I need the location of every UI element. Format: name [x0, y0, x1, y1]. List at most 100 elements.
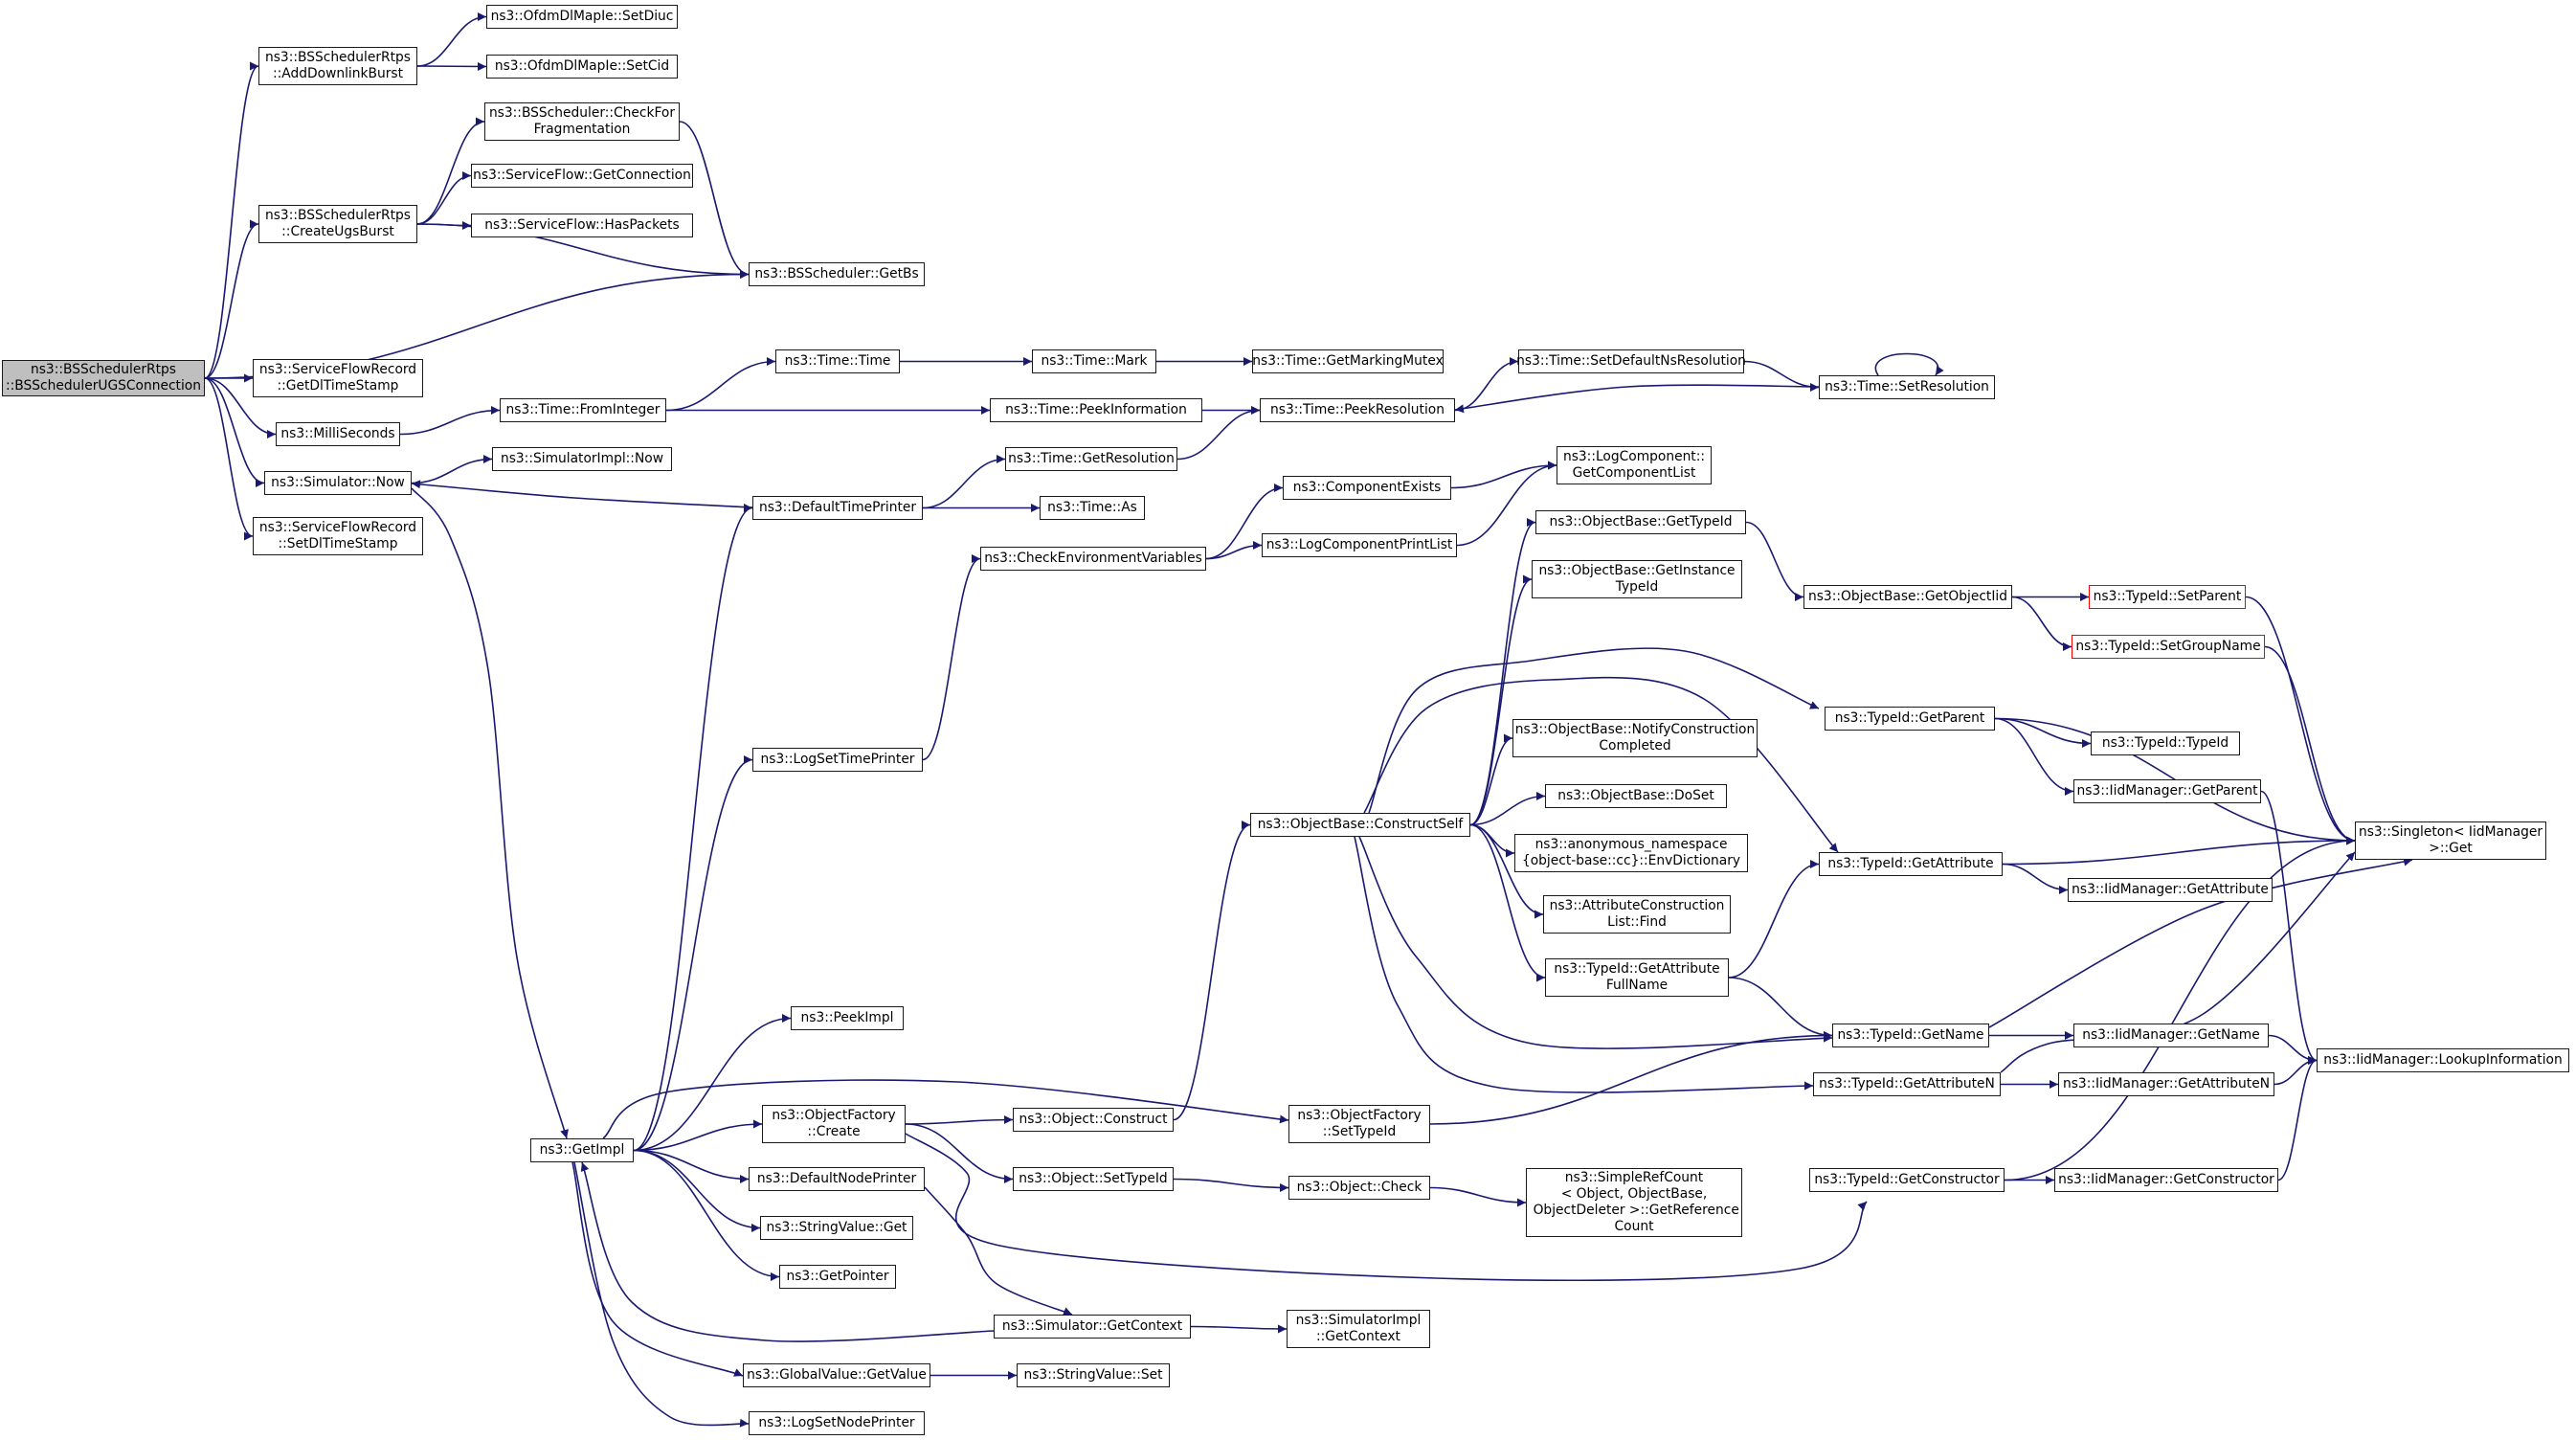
graph-node-getmark[interactable]: ns3::Time::GetMarkingMutex	[1252, 349, 1444, 373]
call-edge-setdefns-to-setres	[1743, 360, 1820, 392]
graph-node-tgetattr[interactable]: ns3::TypeId::GetAttribute	[1819, 852, 2003, 876]
graph-node-as[interactable]: ns3::Time::As	[1040, 496, 1145, 520]
graph-node-getattrfn[interactable]: ns3::TypeId::GetAttribute FullName	[1545, 958, 1729, 997]
call-edge-ofcreate-to-objsettid	[905, 1123, 1014, 1183]
graph-node-chkfrag[interactable]: ns3::BSScheduler::CheckFor Fragmentation	[484, 102, 680, 141]
call-edge-getattrfn-to-tgetattr	[1728, 860, 1820, 979]
call-edge-tgetname-to-singleton	[1988, 857, 2413, 1028]
call-edge-adl-to-setcid	[416, 61, 487, 71]
graph-node-tgetattrn[interactable]: ns3::TypeId::GetAttributeN	[1813, 1072, 2001, 1096]
graph-node-iidgetattr[interactable]: ns3::IidManager::GetAttribute	[2068, 878, 2273, 902]
graph-node-chkenv[interactable]: ns3::CheckEnvironmentVariables	[980, 547, 1206, 571]
graph-node-mark[interactable]: ns3::Time::Mark	[1032, 349, 1156, 373]
graph-node-logsnp[interactable]: ns3::LogSetNodePrinter	[749, 1411, 925, 1435]
graph-node-ugs[interactable]: ns3::BSSchedulerRtps ::CreateUgsBurst	[258, 205, 417, 243]
graph-node-objconstruct[interactable]: ns3::Object::Construct	[1013, 1108, 1174, 1132]
graph-node-getcomplist[interactable]: ns3::LogComponent:: GetComponentList	[1557, 446, 1712, 484]
graph-node-envdict[interactable]: ns3::anonymous_namespace {object-base::c…	[1514, 834, 1748, 872]
graph-node-tgetname[interactable]: ns3::TypeId::GetName	[1832, 1024, 1989, 1047]
graph-node-svset[interactable]: ns3::StringValue::Set	[1017, 1363, 1170, 1387]
graph-node-ofcreate[interactable]: ns3::ObjectFactory ::Create	[762, 1105, 906, 1143]
graph-node-refcount[interactable]: ns3::SimpleRefCount < Object, ObjectBase…	[1526, 1168, 1742, 1237]
graph-node-notify[interactable]: ns3::ObjectBase::NotifyConstruction Comp…	[1512, 719, 1758, 757]
graph-node-setres[interactable]: ns3::Time::SetResolution	[1819, 375, 1995, 399]
graph-node-simgetctx[interactable]: ns3::Simulator::GetContext	[994, 1315, 1191, 1339]
graph-node-peekres[interactable]: ns3::Time::PeekResolution	[1260, 398, 1455, 422]
graph-node-gettid[interactable]: ns3::ObjectBase::GetTypeId	[1535, 510, 1746, 534]
graph-node-lookup[interactable]: ns3::IidManager::LookupInformation	[2317, 1048, 2569, 1072]
call-edge-objcheck-to-refcount	[1429, 1186, 1527, 1207]
graph-node-getptr[interactable]: ns3::GetPointer	[779, 1265, 896, 1289]
graph-node-ofsettid[interactable]: ns3::ObjectFactory ::SetTypeId	[1288, 1105, 1430, 1143]
graph-node-tgetparent[interactable]: ns3::TypeId::GetParent	[1825, 707, 1995, 731]
graph-node-getres[interactable]: ns3::Time::GetResolution	[1005, 447, 1177, 471]
graph-node-setdl[interactable]: ns3::ServiceFlowRecord ::SetDlTimeStamp	[253, 517, 423, 555]
call-edge-setres-to-setres	[1874, 352, 1944, 376]
graph-node-defnp[interactable]: ns3::DefaultNodePrinter	[749, 1167, 925, 1191]
call-edge-constructself-to-gettid	[1469, 518, 1536, 826]
call-edge-simgetctx-to-getimpl	[580, 1161, 995, 1342]
call-edge-ofcreate-to-objconstruct	[905, 1115, 1014, 1125]
call-edge-peekres-to-setdefns	[1454, 357, 1519, 412]
graph-node-iidgetparent[interactable]: ns3::IidManager::GetParent	[2073, 779, 2261, 803]
graph-node-singleton[interactable]: ns3::Singleton< IidManager >::Get	[2355, 821, 2546, 860]
graph-node-getinst[interactable]: ns3::ObjectBase::GetInstance TypeId	[1532, 560, 1742, 598]
graph-node-root: ns3::BSSchedulerRtps ::BSSchedulerUGSCon…	[2, 360, 205, 396]
graph-node-setparent[interactable]: ns3::TypeId::SetParent	[2089, 585, 2246, 609]
graph-node-objcheck[interactable]: ns3::Object::Check	[1288, 1176, 1430, 1200]
graph-node-logcpl[interactable]: ns3::LogComponentPrintList	[1262, 533, 1457, 557]
graph-node-setcid[interactable]: ns3::OfdmDlMapIe::SetCid	[486, 55, 678, 79]
call-edge-ofcreate-to-tgetctor	[905, 1133, 1868, 1282]
call-edge-chkfrag-to-getbs	[679, 121, 750, 279]
call-edge-ugs-to-chkfrag	[416, 117, 485, 225]
graph-node-getconn[interactable]: ns3::ServiceFlow::GetConnection	[471, 164, 693, 188]
graph-node-setdefns[interactable]: ns3::Time::SetDefaultNsResolution	[1516, 349, 1746, 373]
graph-node-logstp[interactable]: ns3::LogSetTimePrinter	[752, 748, 923, 772]
graph-node-svget[interactable]: ns3::StringValue::Get	[760, 1216, 913, 1240]
graph-node-gvgetvalue[interactable]: ns3::GlobalValue::GetValue	[743, 1363, 930, 1387]
call-edge-tgetctor-to-singleton	[2004, 836, 2356, 1181]
graph-node-constructself[interactable]: ns3::ObjectBase::ConstructSelf	[1250, 813, 1470, 837]
graph-node-getimpl[interactable]: ns3::GetImpl	[530, 1138, 634, 1162]
call-edge-getimpl-to-ofsettid	[602, 1079, 1289, 1139]
call-edge-getattrfn-to-tgetname	[1728, 977, 1833, 1040]
call-edge-deftp-to-simnow	[411, 480, 753, 508]
graph-node-deftp[interactable]: ns3::DefaultTimePrinter	[752, 496, 923, 520]
graph-node-iidgetattrn[interactable]: ns3::IidManager::GetAttributeN	[2058, 1072, 2274, 1096]
call-edge-constructself-to-doset	[1469, 792, 1546, 826]
graph-node-getdl[interactable]: ns3::ServiceFlowRecord ::GetDlTimeStamp	[253, 359, 423, 397]
graph-node-setgroup[interactable]: ns3::TypeId::SetGroupName	[2072, 635, 2265, 659]
graph-node-time[interactable]: ns3::Time::Time	[775, 349, 900, 373]
call-edge-root-to-milli	[204, 377, 277, 439]
graph-node-acfind[interactable]: ns3::AttributeConstruction List::Find	[1543, 895, 1731, 934]
call-edge-getimpl-to-ofcreate	[633, 1119, 763, 1152]
graph-node-iidgetname[interactable]: ns3::IidManager::GetName	[2073, 1024, 2269, 1047]
graph-node-simimplctx[interactable]: ns3::SimulatorImpl ::GetContext	[1287, 1310, 1430, 1348]
graph-node-tgetctor[interactable]: ns3::TypeId::GetConstructor	[1809, 1168, 2005, 1192]
graph-node-simimplnow[interactable]: ns3::SimulatorImpl::Now	[492, 447, 672, 471]
graph-node-typeid[interactable]: ns3::TypeId::TypeId	[2091, 731, 2240, 755]
graph-node-getbs[interactable]: ns3::BSScheduler::GetBs	[749, 262, 925, 286]
graph-node-iidgetctor[interactable]: ns3::IidManager::GetConstructor	[2054, 1168, 2278, 1192]
call-edge-root-to-simnow	[204, 377, 265, 487]
call-edge-fromint-to-time	[665, 357, 776, 412]
graph-node-compex[interactable]: ns3::ComponentExists	[1283, 476, 1451, 500]
call-edge-gettid-to-getoiid	[1745, 521, 1804, 601]
graph-node-objsettid[interactable]: ns3::Object::SetTypeId	[1013, 1167, 1174, 1191]
graph-node-simnow[interactable]: ns3::Simulator::Now	[264, 471, 412, 495]
call-edge-constructself-to-tgetattr	[1363, 676, 1839, 853]
graph-node-fromint[interactable]: ns3::Time::FromInteger	[500, 398, 666, 422]
graph-node-peekimpl[interactable]: ns3::PeekImpl	[791, 1006, 904, 1030]
call-edge-setparent-to-singleton	[2245, 596, 2356, 845]
call-edge-getimpl-to-getptr	[633, 1149, 780, 1281]
graph-node-adl[interactable]: ns3::BSSchedulerRtps ::AddDownlinkBurst	[258, 47, 417, 85]
graph-node-doset[interactable]: ns3::ObjectBase::DoSet	[1545, 784, 1727, 808]
graph-node-peekinfo[interactable]: ns3::Time::PeekInformation	[990, 398, 1202, 422]
graph-node-setdiuc[interactable]: ns3::OfdmDlMapIe::SetDiuc	[486, 5, 678, 29]
graph-node-getoiid[interactable]: ns3::ObjectBase::GetObjectIid	[1803, 585, 2012, 609]
call-edge-constructself-to-tgetparent	[1368, 647, 1820, 814]
graph-node-milli[interactable]: ns3::MilliSeconds	[276, 422, 400, 446]
call-edge-objconstruct-to-constructself	[1173, 821, 1251, 1121]
call-edge-getimpl-to-logstp	[633, 755, 753, 1152]
graph-node-haspk[interactable]: ns3::ServiceFlow::HasPackets	[471, 214, 693, 237]
